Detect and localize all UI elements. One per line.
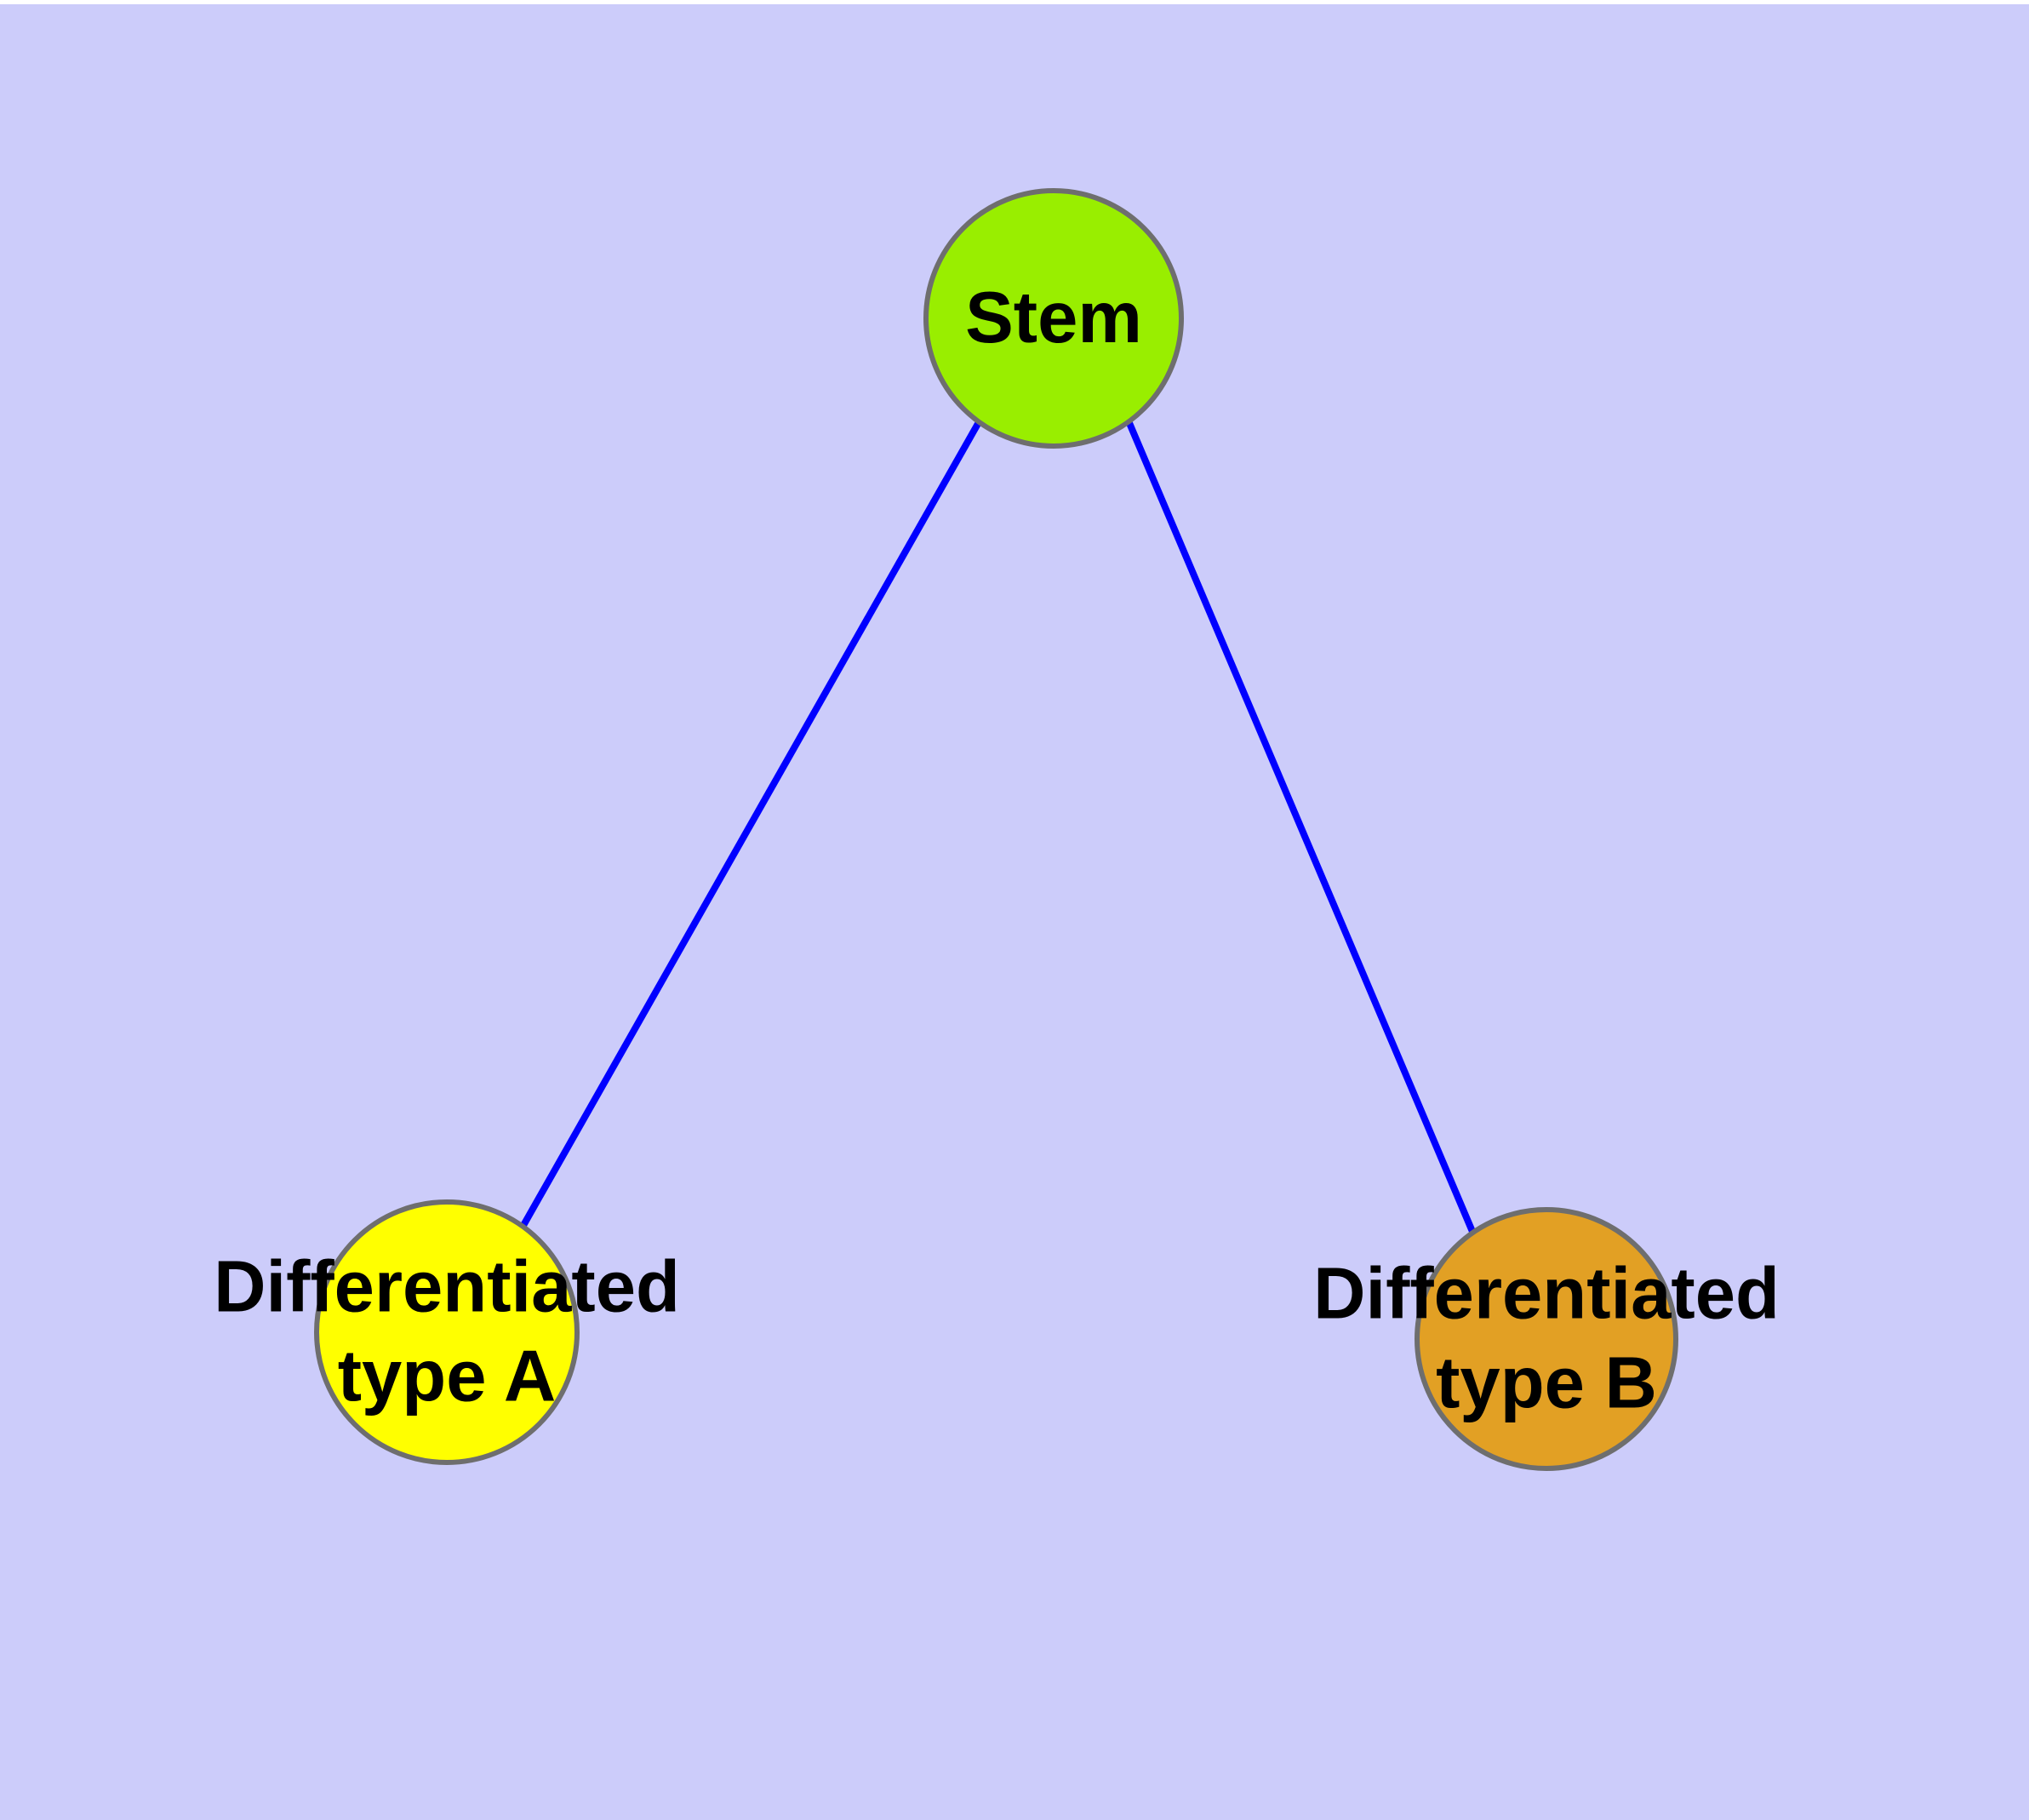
node-stem-label: Stem [965,278,1142,359]
node-differentiated-type-b-circle[interactable] [1415,1207,1678,1471]
node-stem[interactable]: Stem [923,188,1184,449]
node-differentiated-type-a-circle[interactable] [314,1199,580,1465]
edge-stem-to-differentiated-type-b [1126,421,1477,1235]
node-stem-circle[interactable] [923,188,1184,449]
edges-group [518,421,1477,1235]
edge-stem-to-differentiated-type-a [518,421,982,1230]
